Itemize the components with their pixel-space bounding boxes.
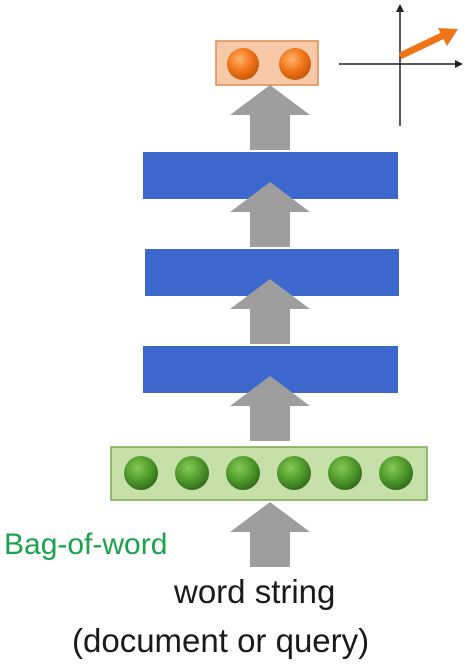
input-node	[175, 456, 209, 490]
vector-arrow-shaft	[398, 31, 446, 60]
up-arrow-to-output	[230, 85, 310, 150]
input-node	[379, 456, 413, 490]
input-node	[328, 456, 362, 490]
input-layer-box	[110, 446, 428, 501]
output-node	[227, 48, 259, 80]
input-label-line2: (document or query)	[72, 622, 370, 659]
up-arrow-to-hidden-2	[230, 279, 310, 344]
output-node	[279, 48, 311, 80]
input-node	[226, 456, 260, 490]
up-arrow-from-input	[230, 502, 310, 567]
output-layer	[215, 40, 319, 86]
input-layer	[110, 446, 428, 501]
y-axis-arrowhead	[396, 4, 404, 12]
vector-space-icon	[339, 4, 463, 126]
bag-of-word-label: Bag-of-word	[4, 528, 168, 561]
input-node	[277, 456, 311, 490]
x-axis-arrowhead	[455, 60, 463, 68]
vector-arrow-head	[438, 28, 458, 46]
up-arrow-to-hidden-1	[230, 376, 310, 441]
input-label-line1: word string	[174, 573, 336, 610]
input-node	[124, 456, 158, 490]
up-arrow-to-hidden-3	[230, 182, 310, 247]
